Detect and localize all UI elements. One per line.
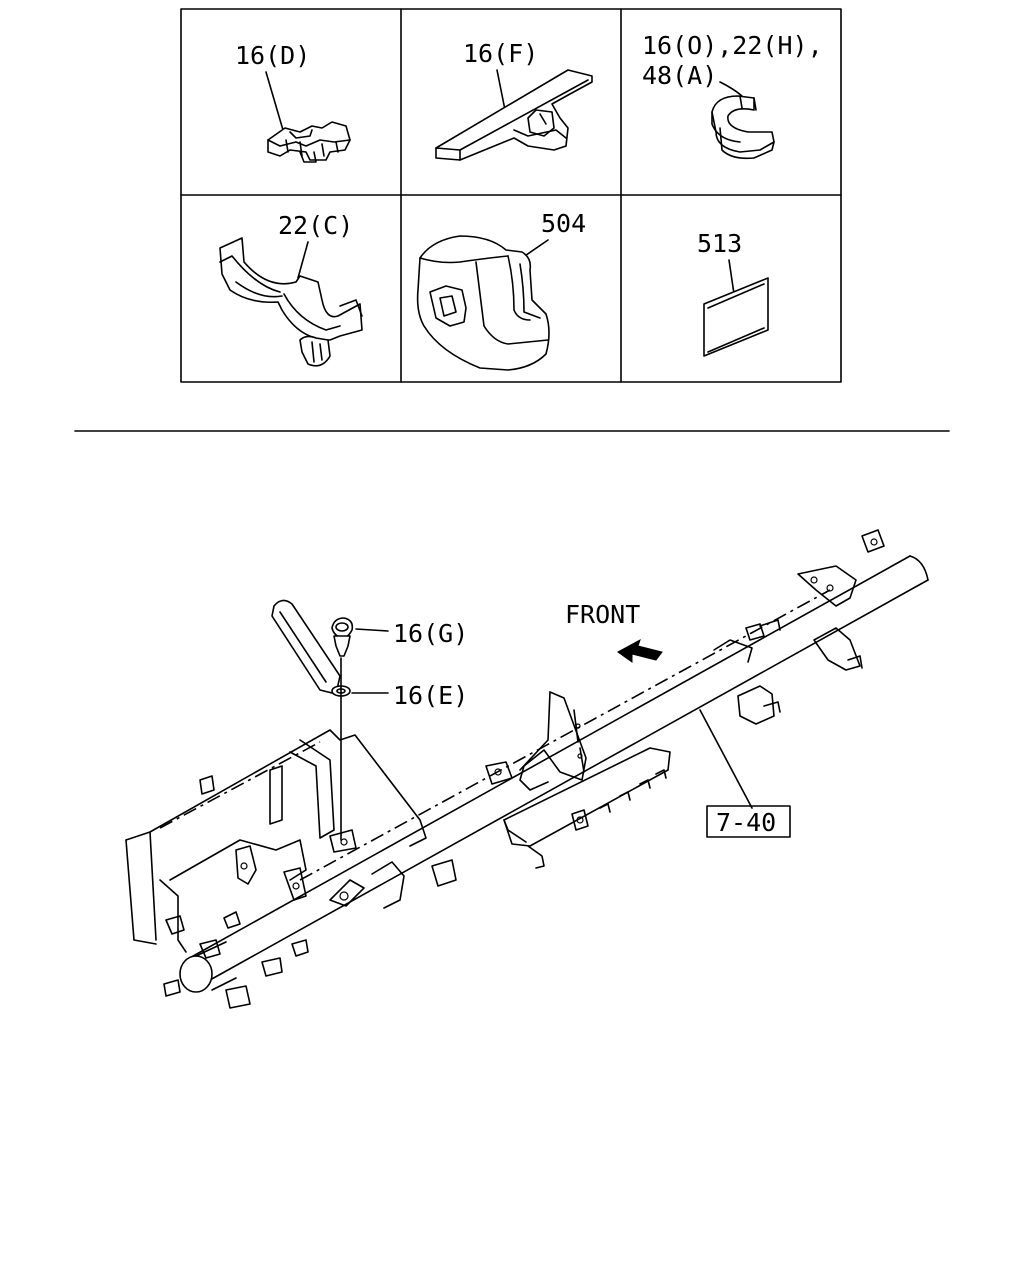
leader-line <box>297 241 309 279</box>
screw-16g[interactable]: 16(G) <box>331 617 468 657</box>
front-indicator: FRONT <box>565 600 663 663</box>
front-arrow-icon <box>617 638 663 663</box>
part-label-504: 504 <box>541 209 586 238</box>
part-cover-504[interactable]: 504 <box>416 209 587 371</box>
part-pad-513[interactable]: 513 <box>697 229 769 357</box>
cross-beam-7-40[interactable]: 7-40 <box>163 555 929 997</box>
part-label-22c: 22(C) <box>278 211 353 240</box>
part-ring-clip-16o[interactable]: 16(O),22(H), 48(A) <box>642 31 823 160</box>
leader-line <box>699 709 753 809</box>
part-clamp-22c[interactable]: 22(C) <box>219 211 363 367</box>
part-label-16d: 16(D) <box>235 41 310 70</box>
callout-16e: 16(E) <box>393 681 468 710</box>
parts-table <box>180 8 842 383</box>
part-bracket-16f[interactable]: 16(F) <box>435 39 593 161</box>
leader-line <box>355 628 389 632</box>
part-label-16o-line1: 16(O),22(H), <box>642 31 823 60</box>
part-label-513: 513 <box>697 229 742 258</box>
callout-7-40: 7-40 <box>716 808 776 837</box>
right-brackets <box>713 529 885 725</box>
side-rail <box>431 747 671 887</box>
part-label-16o-line2: 48(A) <box>642 61 717 90</box>
beam-ref-box <box>706 805 791 838</box>
washer-16e[interactable]: 16(E) <box>271 599 468 710</box>
middle-bracket <box>485 691 587 791</box>
part-clip-16d[interactable]: 16(D) <box>235 41 351 163</box>
callout-16g: 16(G) <box>393 619 468 648</box>
leader-line <box>265 71 284 131</box>
leader-line <box>728 259 735 295</box>
left-frame <box>125 729 427 1009</box>
front-label: FRONT <box>565 600 640 629</box>
leader-line <box>496 69 506 111</box>
part-label-16f: 16(F) <box>463 39 538 68</box>
